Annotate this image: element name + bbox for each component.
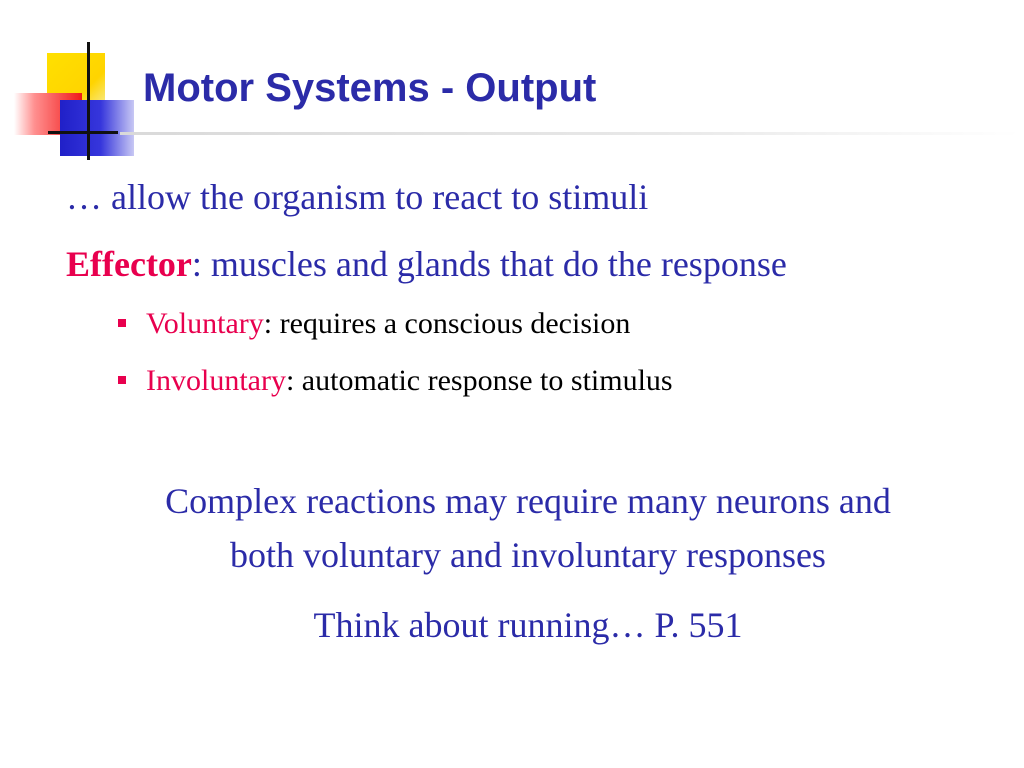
complex-reactions-paragraph: Complex reactions may require many neuro…: [40, 474, 1016, 582]
bullet-item-voluntary: Voluntary: requires a conscious decision: [118, 307, 630, 341]
logo-horizontal-line: [48, 131, 118, 134]
effector-definition: : muscles and glands that do the respons…: [191, 244, 787, 284]
complex-reactions-line-1: Complex reactions may require many neuro…: [165, 481, 891, 521]
bullet-item-involuntary: Involuntary: automatic response to stimu…: [118, 364, 673, 398]
intro-line: … allow the organism to react to stimuli: [66, 177, 649, 217]
voluntary-definition: : requires a conscious decision: [263, 307, 631, 340]
effector-line: Effector: muscles and glands that do the…: [66, 243, 787, 285]
square-bullet-icon: [118, 376, 126, 385]
logo-blue-square: [60, 100, 134, 156]
square-bullet-icon: [118, 319, 126, 328]
think-about-running-line: Think about running… P. 551: [313, 605, 743, 645]
logo-vertical-line: [87, 42, 90, 160]
slide-title: Motor Systems - Output: [143, 66, 597, 110]
complex-reactions-line-2: both voluntary and involuntary responses: [230, 535, 826, 575]
involuntary-term: Involuntary: [146, 364, 286, 397]
involuntary-definition: : automatic response to stimulus: [285, 364, 673, 397]
slide-logo: [0, 0, 150, 170]
title-divider: [120, 132, 1020, 135]
voluntary-term: Voluntary: [146, 307, 264, 340]
effector-term: Effector: [66, 244, 192, 284]
